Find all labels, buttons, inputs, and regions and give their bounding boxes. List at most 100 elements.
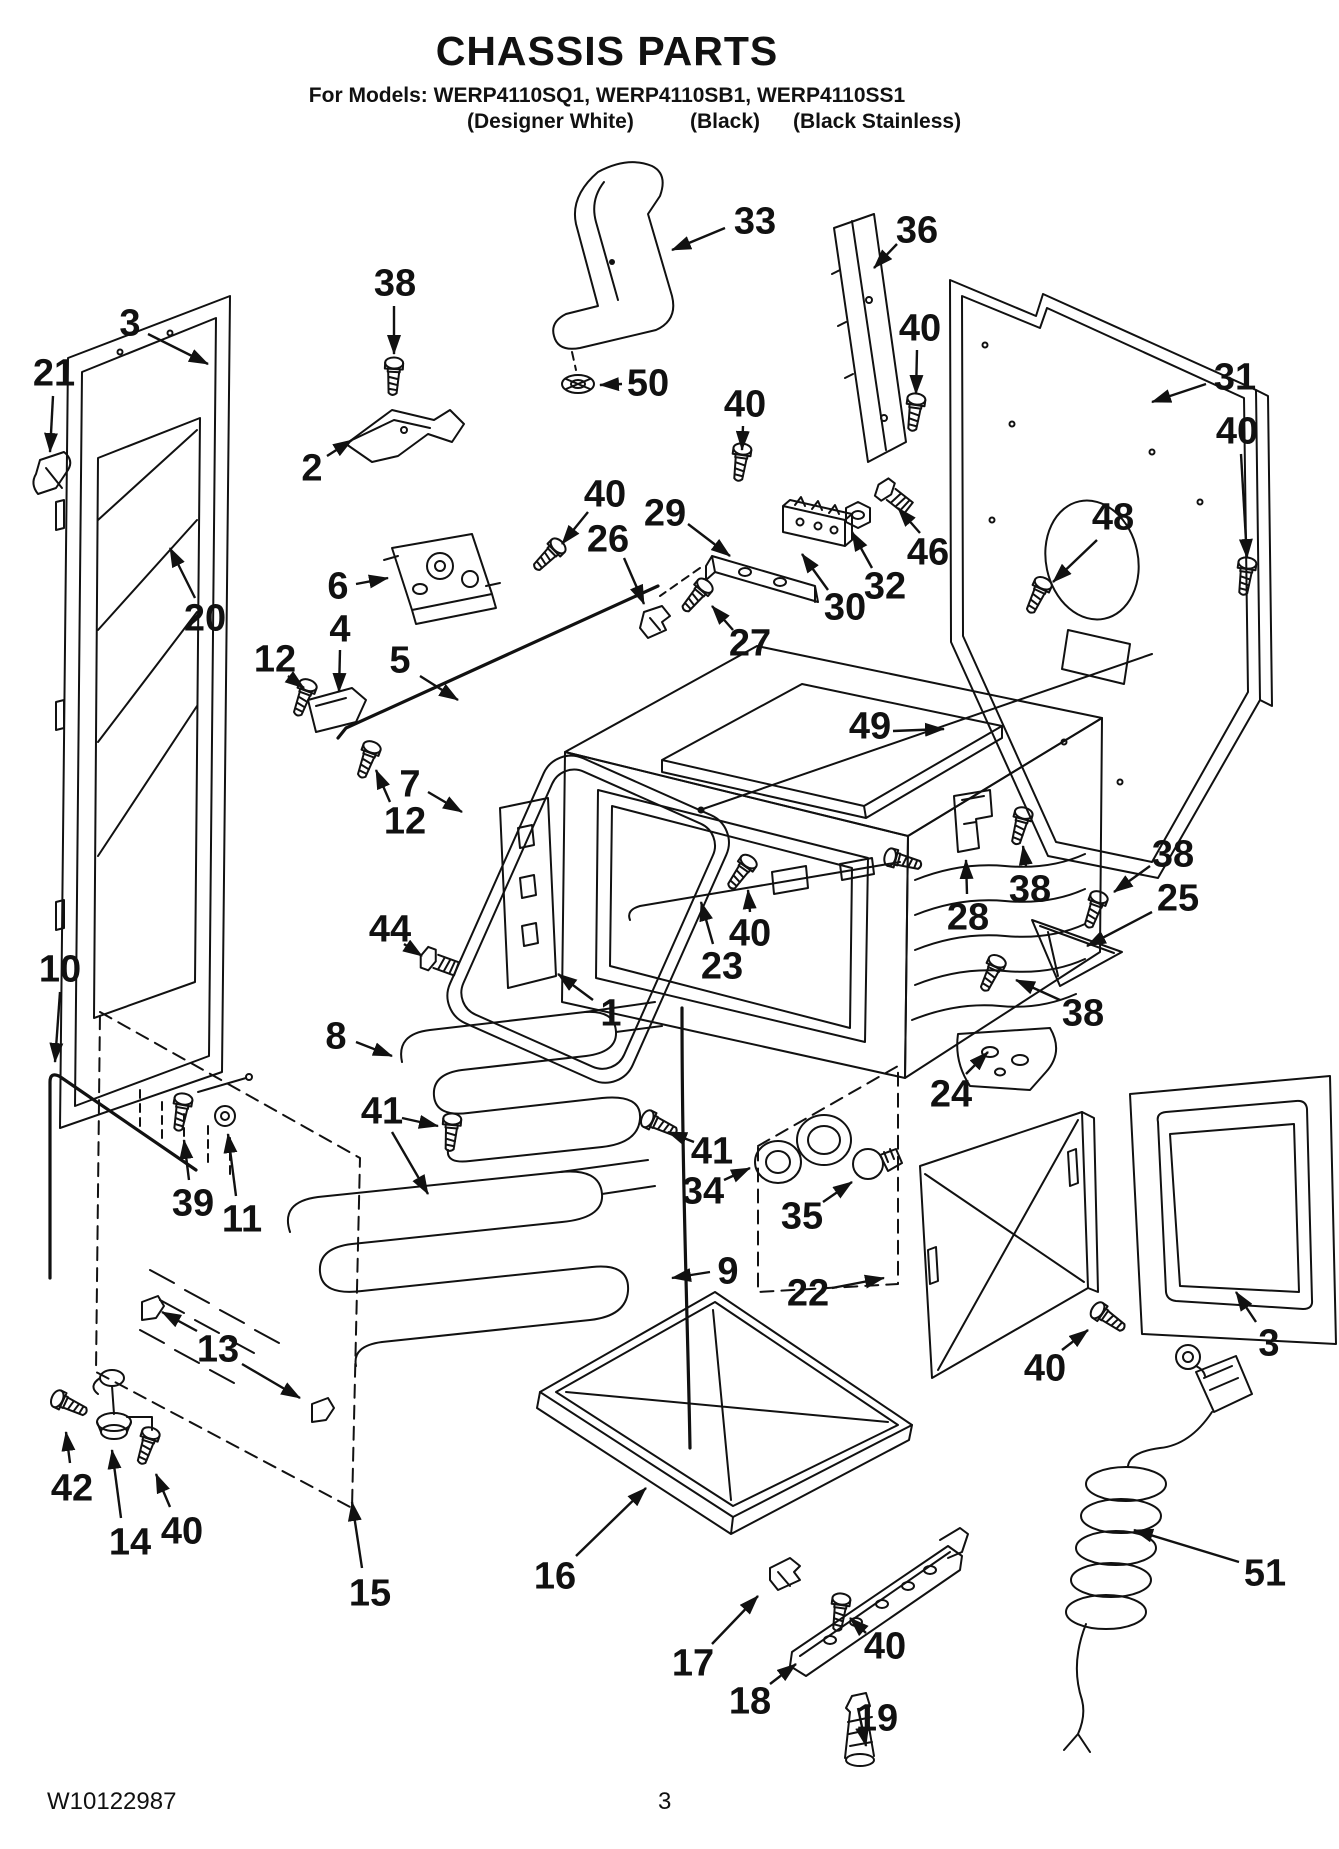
part-callout-40: 40 <box>899 308 941 350</box>
part-callout-17: 17 <box>672 1643 714 1685</box>
part-callout-42: 42 <box>51 1468 93 1510</box>
leader-arrow-35 <box>822 1181 853 1203</box>
oven-sensor-part-23 <box>628 857 901 921</box>
leader-arrow-19 <box>855 1707 869 1747</box>
leader-arrow-29 <box>687 523 731 557</box>
part-callout-22: 22 <box>787 1273 829 1315</box>
leader-arrow-36 <box>873 243 898 269</box>
leader-arrow-40 <box>154 1473 172 1508</box>
part-callout-41: 41 <box>691 1131 733 1173</box>
wire-part-10 <box>48 1073 198 1280</box>
screw-27 <box>676 574 717 618</box>
leader-arrow-41 <box>401 1115 439 1129</box>
part-callout-29: 29 <box>644 493 686 535</box>
corner-brace-part-25 <box>1031 919 1123 987</box>
leader-arrow-28 <box>959 859 974 895</box>
leader-arrow-13 <box>241 1362 301 1400</box>
screw-38-top <box>382 356 405 397</box>
leader-arrow-9 <box>671 1268 711 1282</box>
rear-panel-part-31 <box>949 279 1273 879</box>
leader-arrow-32 <box>850 531 874 569</box>
callout-layer: 3213823350364031404846323029272640406451… <box>33 201 1286 1747</box>
leader-arrow-14 <box>107 1449 123 1519</box>
bracket-part-2 <box>345 409 465 463</box>
leader-arrow-48 <box>1052 539 1098 583</box>
part-callout-1: 1 <box>600 993 621 1035</box>
part-callout-38: 38 <box>1062 993 1104 1035</box>
leader-arrow-24 <box>965 1051 989 1075</box>
leader-arrow-2 <box>326 438 353 458</box>
leader-arrow-17 <box>711 1595 759 1645</box>
part-callout-9: 9 <box>717 1251 738 1293</box>
leader-arrow-40 <box>909 349 924 395</box>
screw-part-46 <box>870 474 917 518</box>
models-subtitle: For Models: WERP4110SQ1, WERP4110SB1, WE… <box>308 84 906 107</box>
front-frame-plate <box>499 797 557 989</box>
part-callout-36: 36 <box>896 210 938 252</box>
leader-arrow-3 <box>1235 1291 1257 1323</box>
part-callout-49: 49 <box>849 706 891 748</box>
bracket-part-33 <box>552 161 675 371</box>
grommet-part-50 <box>561 374 595 394</box>
leader-arrow-27 <box>711 605 734 631</box>
leader-arrow-3 <box>147 332 209 366</box>
leader-arrow-7 <box>427 790 463 814</box>
drawer-pan-part-16 <box>536 1291 913 1535</box>
leader-arrow-8 <box>355 1040 393 1058</box>
part-callout-20: 20 <box>184 598 226 640</box>
latch-rod-part-5 <box>336 584 660 740</box>
leader-arrow-10 <box>49 991 64 1063</box>
finish-label-designer-white: (Designer White) <box>467 110 634 133</box>
part-callout-39: 39 <box>172 1183 214 1225</box>
part-callout-7: 7 <box>399 764 420 806</box>
leader-arrow-49 <box>892 722 945 737</box>
screw-40-bottom-left <box>131 1424 163 1468</box>
part-callout-32: 32 <box>864 566 906 608</box>
screw-part-39 <box>168 1091 195 1134</box>
leader-arrow-39 <box>179 1139 194 1181</box>
leader-arrow-33 <box>671 226 726 252</box>
part-callout-38: 38 <box>1152 834 1194 876</box>
part-callout-31: 31 <box>1214 357 1256 399</box>
clip-part-21 <box>32 451 72 495</box>
light-bulb-part-35 <box>852 1148 903 1180</box>
part-callout-25: 25 <box>1157 878 1199 920</box>
part-callout-50: 50 <box>627 363 669 405</box>
grommet-part-11 <box>197 1073 253 1127</box>
part-callout-40: 40 <box>864 1626 906 1668</box>
leader-arrow-18 <box>769 1663 797 1685</box>
part-callout-51: 51 <box>1244 1553 1286 1595</box>
part-callout-12: 12 <box>384 801 426 843</box>
leader-arrow-1 <box>557 973 594 1001</box>
leader-arrow-44 <box>402 939 423 957</box>
part-callout-18: 18 <box>729 1681 771 1723</box>
leader-arrow-46 <box>897 507 921 534</box>
leader-arrow-40 <box>1061 1329 1089 1351</box>
leader-arrow-40 <box>735 425 750 451</box>
part-callout-12: 12 <box>254 639 296 681</box>
right-side-panel <box>1129 1075 1337 1345</box>
part-callout-10: 10 <box>39 949 81 991</box>
page-title: CHASSIS PARTS <box>435 28 779 74</box>
part-callout-2: 2 <box>301 448 322 490</box>
light-lens-part-34 <box>754 1114 852 1184</box>
bake-element-part-9 <box>287 1159 656 1367</box>
finish-label-black-stainless: (Black Stainless) <box>793 110 962 133</box>
leader-arrow-40 <box>742 889 757 913</box>
part-callout-38: 38 <box>1009 869 1051 911</box>
part-callout-35: 35 <box>781 1196 823 1238</box>
finish-label-black: (Black) <box>690 110 761 133</box>
part-callout-40: 40 <box>724 384 766 426</box>
part-callout-41: 41 <box>361 1091 403 1133</box>
door-gasket-part-7 <box>446 754 730 1084</box>
left-side-panel <box>55 295 231 1129</box>
screw-part-48 <box>1020 573 1055 618</box>
bolt-part-44 <box>415 944 462 981</box>
leader-arrow-41 <box>667 1130 695 1146</box>
screw-38-keeper <box>1005 804 1035 848</box>
leader-arrow-6 <box>355 574 389 589</box>
screw-38-plate <box>974 951 1009 996</box>
part-callout-6: 6 <box>327 566 348 608</box>
